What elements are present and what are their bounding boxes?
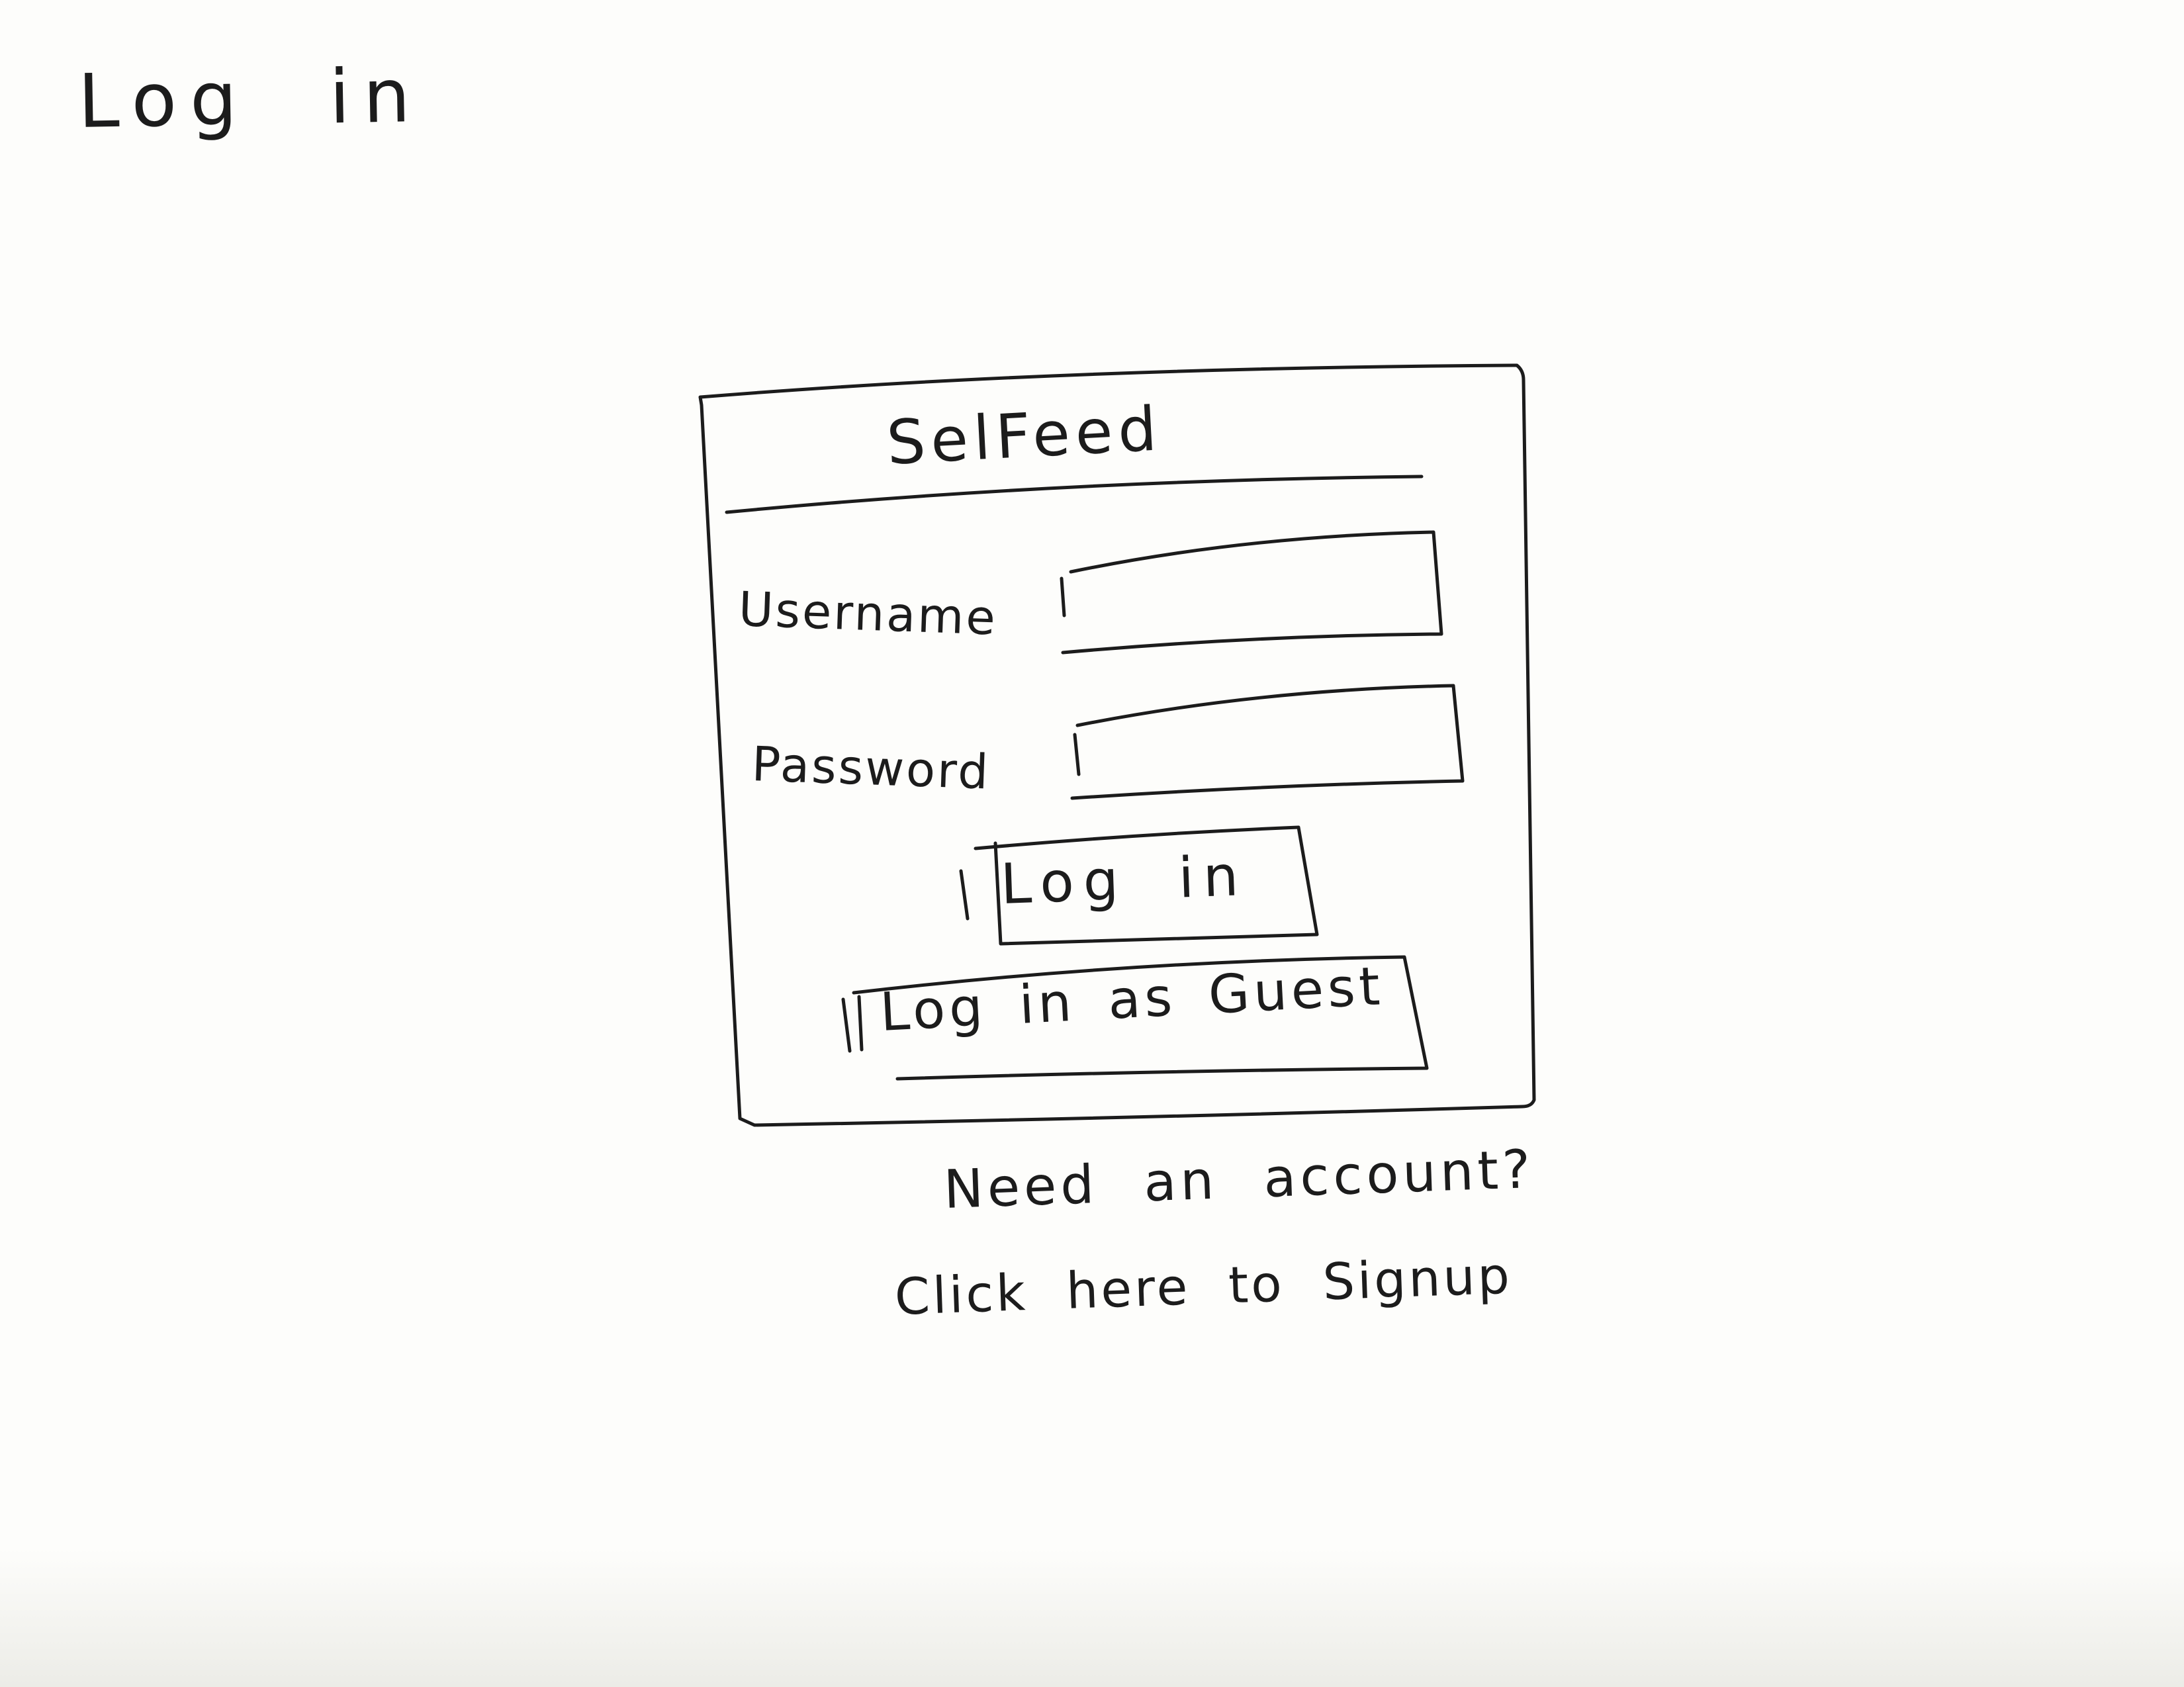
page-title: Log in [77,52,424,145]
username-label: Username [737,581,999,646]
header-divider [725,475,1424,514]
signup-link[interactable]: Click here to Signup [893,1246,1514,1326]
guest-login-button-label: Log in as Guest [878,955,1386,1043]
signup-prompt: Need an account? [942,1138,1535,1220]
login-button-label: Log in [999,843,1249,917]
paper-shadow [0,1549,2184,1687]
app-title: SelFeed [885,393,1164,479]
password-input[interactable] [1073,682,1467,794]
password-label: Password [751,736,991,800]
username-input[interactable] [1059,527,1436,633]
login-button[interactable]: Log in [960,827,1317,945]
guest-login-button[interactable]: Log in as Guest [841,953,1430,1075]
